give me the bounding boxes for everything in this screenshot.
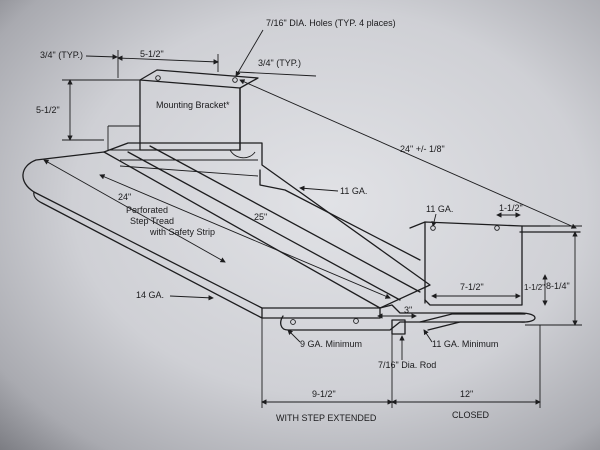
lever-arm [280,304,536,335]
right-bracket [409,221,582,306]
label-typ-left: 3/4" (TYP.) [40,50,83,60]
label-rod: 7/16" Dia. Rod [378,360,436,370]
label-inner-height: 1-1/2" [524,283,545,292]
label-offset-right: 1-1/2" [499,203,523,213]
mounting-bracket [107,69,259,151]
label-holes: 7/16" DIA. Holes (TYP. 4 places) [266,18,396,28]
label-mounting-bracket: Mounting Bracket* [156,100,230,110]
label-ga9: 9 GA. Minimum [300,339,362,349]
label-rail-length: 25" [254,212,267,222]
label-tread-length: 24" [118,192,131,202]
label-ga11-top: 11 GA. [340,186,367,196]
label-ga14: 14 GA. [136,290,164,300]
label-tread-name-3: with Safety Strip [149,227,215,237]
labels: 7/16" DIA. Holes (TYP. 4 places) 3/4" (T… [36,18,570,423]
label-height-left: 5-1/2" [36,105,60,115]
label-ga11-min: 11 GA. Minimum [432,339,498,349]
label-slot-length: 7-1/2" [460,282,484,292]
dimension-lines [43,29,582,408]
label-ga11-bracket: 11 GA. [426,204,453,214]
caption-extended: WITH STEP EXTENDED [276,413,377,423]
caption-closed: CLOSED [452,410,490,420]
label-overall-length: 24" +/- 1/8" [400,144,445,154]
label-rod-gap: 3" [404,305,412,315]
label-typ-right: 3/4" (TYP.) [258,58,301,68]
label-tread-name-1: Perforated [126,205,168,215]
label-tread-name-2: Step Tread [130,216,174,226]
label-width-top: 5-1/2" [140,49,164,59]
label-extended-dim: 9-1/2" [312,389,336,399]
label-height-right: 8-1/4" [546,281,570,291]
label-closed-dim: 12" [460,389,473,399]
